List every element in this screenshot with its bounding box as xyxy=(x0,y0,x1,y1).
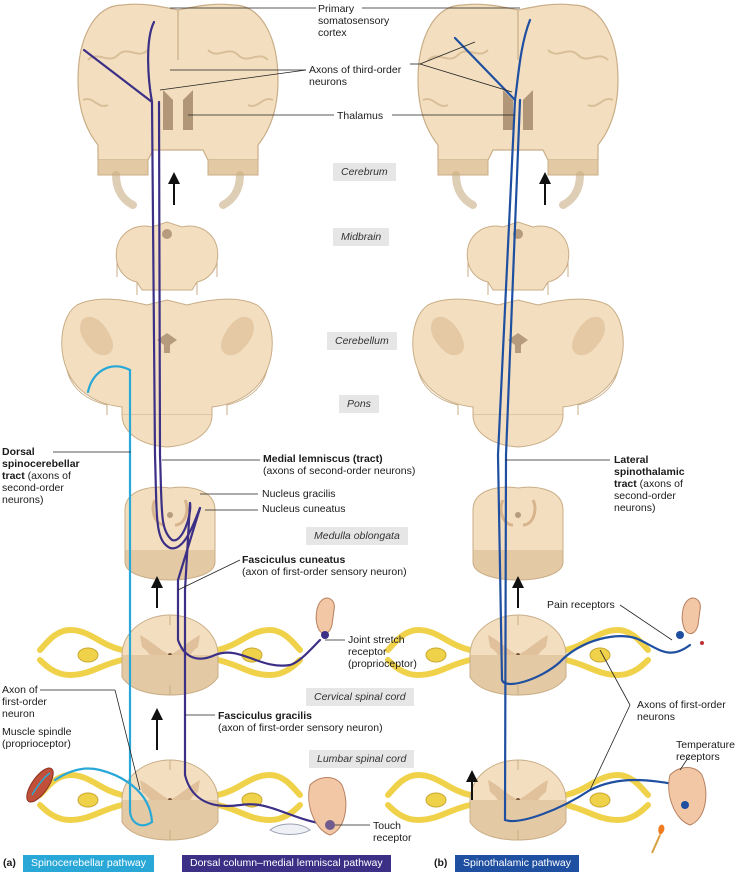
cervical-cord-a xyxy=(121,614,219,696)
region-cerebrum: Cerebrum xyxy=(333,163,396,181)
label-primary-somatosensory-cortex: Primary somatosensory cortex xyxy=(318,3,390,39)
region-cerebellum: Cerebellum xyxy=(327,332,397,350)
region-cervical-spinal-cord: Cervical spinal cord xyxy=(306,688,414,706)
muscle-spindle-icon xyxy=(26,767,54,803)
label-axons-first-order-neurons: Axons of first-order neurons xyxy=(637,699,726,723)
upward-arrows xyxy=(151,172,551,800)
label-medial-lemniscus: Medial lemniscus (tract) (axons of secon… xyxy=(263,453,416,477)
region-midbrain: Midbrain xyxy=(333,228,390,246)
foot-icon-b xyxy=(668,767,707,826)
legend-spinothalamic: Spinothalamic pathway xyxy=(455,855,579,872)
legend-dorsal-column: Dorsal column–medial lemniscal pathway xyxy=(182,855,391,872)
cerebrum-a xyxy=(78,4,278,205)
label-dorsal-spinocerebellar-tract: Dorsal spinocerebellar tract (axons of s… xyxy=(2,446,80,506)
panel-label-b: (b) xyxy=(434,857,448,869)
label-temperature-receptors: Temperature receptors xyxy=(676,739,735,763)
region-pons: Pons xyxy=(339,395,379,413)
hand-icon-b xyxy=(676,597,704,645)
region-lumbar-spinal-cord: Lumbar spinal cord xyxy=(309,750,415,768)
cerebellum-pons-a xyxy=(61,298,273,448)
region-medulla-oblongata: Medulla oblongata xyxy=(306,527,408,545)
label-pain-receptors: Pain receptors xyxy=(547,599,615,611)
midbrain-a xyxy=(115,221,219,296)
lumbar-cord-b xyxy=(469,759,567,841)
label-joint-stretch-receptor: Joint stretch receptor (proprioceptor) xyxy=(348,634,417,670)
label-axons-third-order: Axons of third-order neurons xyxy=(309,64,402,88)
cerebellum-pons-b xyxy=(412,298,624,448)
feather-icon xyxy=(269,823,311,835)
label-fasciculus-cuneatus: Fasciculus cuneatus (axon of first-order… xyxy=(242,554,407,578)
medulla-b xyxy=(471,485,565,582)
midbrain-b xyxy=(466,221,570,296)
foot-icon-a xyxy=(308,777,347,836)
dorsal-column-pathway xyxy=(82,20,332,827)
label-fasciculus-gracilis: Fasciculus gracilis (axon of first-order… xyxy=(218,710,383,734)
label-nucleus-cuneatus: Nucleus cuneatus xyxy=(262,503,346,515)
leader-lines xyxy=(40,7,691,826)
spinothalamic-pathway xyxy=(453,18,692,823)
spinocerebellar-pathway xyxy=(53,365,154,827)
label-nucleus-gracilis: Nucleus gracilis xyxy=(262,488,336,500)
medulla-a xyxy=(123,485,217,582)
label-muscle-spindle: Muscle spindle (proprioceptor) xyxy=(2,726,72,750)
label-thalamus: Thalamus xyxy=(337,110,384,122)
label-axon-first-order-neuron: Axon of first-order neuron xyxy=(2,684,47,720)
label-lateral-spinothalamic-tract: Lateral spinothalamic tract (axons of se… xyxy=(614,454,685,514)
match-flame-icon xyxy=(651,824,665,854)
legend-spinocerebellar: Spinocerebellar pathway xyxy=(23,855,154,872)
hand-icon-a xyxy=(315,597,335,639)
panel-label-a: (a) xyxy=(3,857,16,869)
label-touch-receptor: Touch receptor xyxy=(373,820,412,844)
